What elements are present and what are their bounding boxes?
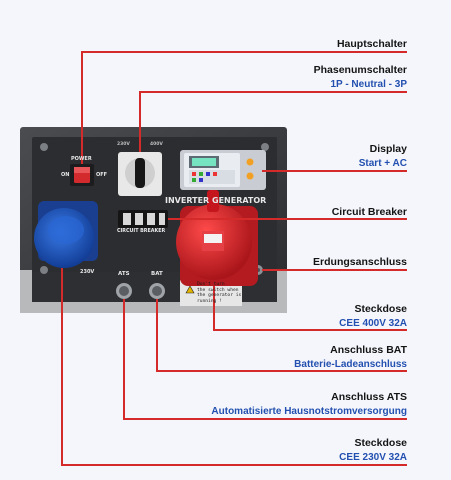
label-title: Anschluss BAT [330, 344, 407, 356]
label-phasenumschalter: Phasenumschalter 1P - Neutral - 3P [314, 64, 407, 91]
label-subtitle: 1P - Neutral - 3P [330, 79, 407, 90]
bat-label: BAT [151, 271, 163, 277]
callout-line-phasenumschalter [139, 91, 407, 152]
label-steckdose-400v: Steckdose CEE 400V 32A [339, 303, 407, 330]
volt-left-label: 230V [80, 269, 95, 275]
label-title: Anschluss ATS [331, 391, 407, 403]
ats-label: ATS [118, 271, 130, 277]
label-subtitle: CEE 400V 32A [339, 318, 407, 329]
screw-icon [40, 143, 48, 151]
brand-label: INVERTER GENERATOR [165, 196, 267, 205]
on-label: ON [61, 172, 70, 178]
power-label: POWER [71, 156, 92, 162]
label-steckdose-230v: Steckdose CEE 230V 32A [339, 437, 407, 464]
label-title: Phasenumschalter [313, 64, 407, 76]
label-anschluss-bat: Anschluss BAT Batterie-Ladeanschluss [294, 344, 407, 371]
phase-selector-knob [135, 158, 145, 188]
selector-right-label: 400V [150, 142, 163, 147]
callout-line-hauptschalter [81, 51, 407, 164]
callout-line-cee-400v [213, 286, 407, 331]
screw-icon [40, 266, 48, 274]
label-title: Display [369, 143, 407, 155]
label-display: Display Start + AC [359, 143, 407, 170]
callout-line-cee-230v [61, 268, 407, 466]
breaker-label: CIRCUIT BREAKER [117, 229, 166, 234]
screw-icon [261, 143, 269, 151]
label-title: Erdungsanschluss [313, 256, 407, 268]
label-subtitle: Batterie-Ladeanschluss [294, 359, 407, 370]
label-title: Circuit Breaker [331, 206, 407, 218]
label-circuit-breaker: Circuit Breaker [332, 206, 407, 219]
label-title: Hauptschalter [336, 38, 407, 50]
label-subtitle: Start + AC [358, 158, 407, 169]
label-title: Steckdose [354, 437, 407, 449]
warning-icon [185, 285, 195, 294]
callout-lines [61, 51, 407, 466]
label-hauptschalter: Hauptschalter [337, 38, 407, 51]
label-anschluss-ats: Anschluss ATS Automatisierte Hausnotstro… [211, 391, 407, 418]
ac-button-icon [246, 172, 254, 180]
off-label: OFF [96, 172, 108, 178]
label-erdungsanschluss: Erdungsanschluss [313, 256, 407, 269]
warning-text: Don't turn the switch when the generator… [197, 282, 242, 304]
label-title: Steckdose [354, 303, 407, 315]
callout-line-bat [156, 299, 407, 372]
selector-left-label: 230V [117, 142, 130, 147]
label-subtitle: CEE 230V 32A [339, 452, 407, 463]
callout-line-ats [123, 299, 407, 420]
label-subtitle: Automatisierte Hausnotstromversorgung [211, 406, 407, 417]
start-button-icon [246, 158, 254, 166]
